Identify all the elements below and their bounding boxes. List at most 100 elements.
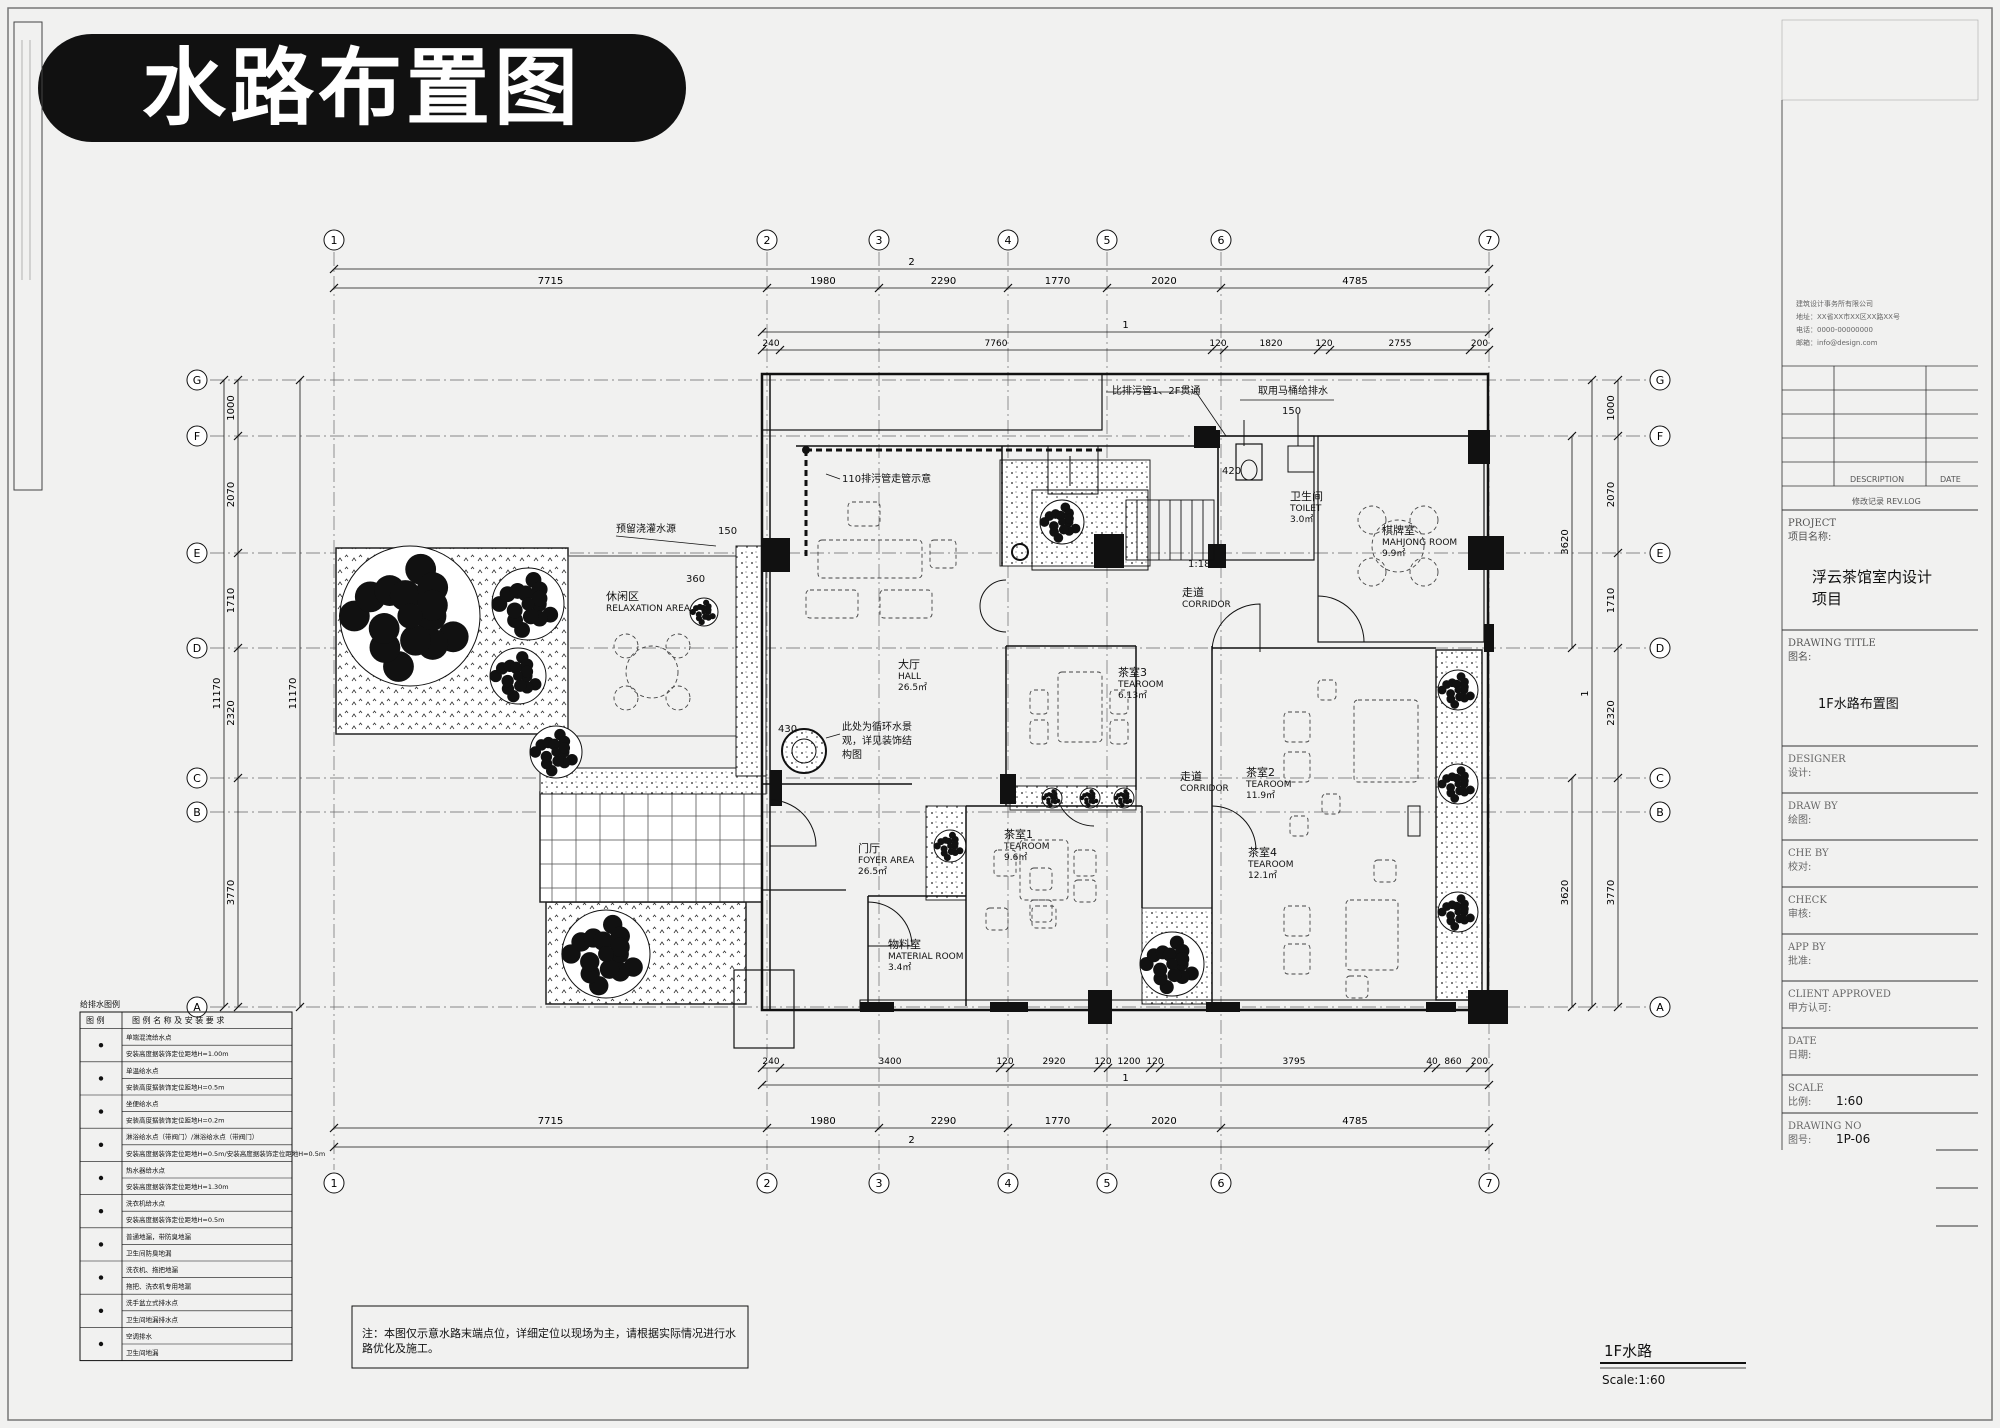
legend-row: 安装高度据装饰定位距地H=0.5m — [126, 1082, 225, 1091]
door-swings — [769, 579, 1365, 947]
grid-bubble — [186, 767, 208, 789]
grid-bubble — [1649, 369, 1671, 391]
tree-leaf — [1452, 901, 1462, 911]
dim-tick — [1587, 375, 1597, 385]
tree-leaf — [705, 606, 712, 613]
tree-leaf — [1455, 786, 1464, 796]
legend-table: 给排水图例图 例图 例 名 称 及 安 装 要 求单端混流给水点安装高度据装饰定… — [79, 999, 325, 1362]
legend-row: 洗手盆立式排水点 — [126, 1298, 179, 1307]
tb-field-cn: 绘图: — [1788, 813, 1811, 826]
dim-tick — [762, 283, 772, 293]
grid-col-label: 1 — [331, 234, 338, 247]
dim-value: 200 — [1471, 1057, 1488, 1067]
dim-tick — [1567, 1002, 1577, 1012]
dim-tick — [775, 345, 785, 355]
tree-leaf — [558, 742, 571, 754]
furniture-piece — [1283, 905, 1311, 937]
room-name-en: FOYER AREA — [858, 856, 915, 866]
tree-leaf — [514, 679, 527, 692]
furniture-piece — [1019, 839, 1069, 901]
annot-fountain-3: 构图 — [842, 748, 862, 761]
tree-symbol — [1437, 763, 1479, 805]
tree-leaf — [947, 848, 955, 856]
grid-row-label: C — [193, 772, 201, 785]
dim-value: 3400 — [879, 1057, 902, 1067]
legend-row: 安装高度据装饰定位距地H=1.30m — [126, 1182, 229, 1191]
room-name-en: HALL — [898, 672, 921, 682]
dim-tick — [1613, 1002, 1623, 1012]
grid-col-label: 4 — [1005, 234, 1012, 247]
dim-tick — [1102, 1123, 1112, 1133]
legend-row: 热水器给水点 — [126, 1165, 166, 1174]
tree-symbol — [1041, 787, 1063, 809]
column — [1208, 544, 1226, 568]
grid-bubble — [186, 542, 208, 564]
dim-value: 7715 — [538, 276, 563, 287]
furniture-piece — [1283, 711, 1311, 743]
legend-row: 卫生间防臭地漏 — [126, 1248, 172, 1257]
legend-symbol — [98, 1175, 104, 1181]
tree-core — [1454, 686, 1462, 694]
tb-scale-cn: 比例: — [1788, 1095, 1811, 1108]
room-name-en: TEAROOM — [1247, 860, 1294, 870]
tree-symbol — [1139, 931, 1205, 997]
room-name: 走道 — [1180, 769, 1202, 783]
tree-symbol — [529, 725, 583, 779]
tree-leaf — [1090, 794, 1096, 799]
tree-leaf — [1452, 679, 1462, 689]
legend-symbol — [98, 1142, 104, 1148]
tree-leaf — [1084, 797, 1089, 802]
room-name: 走道 — [1182, 585, 1204, 599]
grid-col-label: 2 — [764, 1177, 771, 1190]
annot-430: 430 — [778, 724, 797, 735]
dim-value: 40 — [1426, 1057, 1438, 1067]
dim-tick — [233, 643, 243, 653]
room-name: 物料室 — [888, 937, 921, 951]
stair-treads — [1125, 500, 1204, 560]
dim-tick — [775, 1063, 785, 1073]
tb-field-en: CHE BY — [1788, 848, 1829, 859]
room-name: 大厅 — [898, 657, 920, 671]
tree-leaf — [1455, 914, 1464, 924]
grid-bubble — [186, 801, 208, 823]
dim-value: 860 — [1444, 1057, 1461, 1067]
legend-row: 洗衣机给水点 — [126, 1199, 166, 1208]
room-name-en: CORRIDOR — [1180, 784, 1229, 794]
dim-value: 7760 — [985, 339, 1008, 349]
note-fo: 注：本图仅示意水路末端点位，详细定位以现场为主，请根据实际情况进行水路优化及施工… — [362, 1327, 736, 1355]
grid-bubble — [1478, 1172, 1500, 1194]
tree-leaf — [702, 613, 709, 620]
frame-ticks — [21, 40, 31, 280]
tree-core — [521, 597, 535, 611]
dim-tick — [1207, 345, 1217, 355]
tree-symbol — [689, 597, 719, 627]
tree-leaf — [389, 580, 421, 611]
tb-field-en: APP BY — [1787, 942, 1826, 953]
furniture-piece — [1283, 943, 1311, 975]
dim-tick — [1587, 1002, 1597, 1012]
tree-leaf — [540, 750, 553, 763]
grid-col-label: 6 — [1218, 234, 1225, 247]
dim-tick — [1423, 1063, 1433, 1073]
dim-tick — [233, 1002, 243, 1012]
dim-value: 2070 — [226, 482, 237, 507]
tree-leaf — [1088, 799, 1093, 804]
grid-col-label: 2 — [764, 234, 771, 247]
dim-value: 120 — [1146, 1057, 1163, 1067]
grid-row-label: A — [1656, 1001, 1664, 1014]
tb-scale: 1:60 — [1836, 1094, 1863, 1108]
dim-tick — [1484, 345, 1494, 355]
legend-symbol — [98, 1109, 104, 1114]
tree-symbol — [1437, 669, 1479, 711]
tb-field-en: CHECK — [1788, 895, 1827, 906]
furniture-piece — [993, 849, 1017, 877]
legend-row: 空调排水 — [126, 1331, 153, 1340]
tb-field-en: CLIENT APPROVED — [1788, 989, 1891, 1000]
legend-symbol — [98, 1275, 104, 1280]
tree-leaf — [1124, 794, 1130, 799]
dim-value: 7715 — [538, 1116, 563, 1127]
room-area: 9.9㎡ — [1382, 548, 1405, 559]
tree-leaf — [1049, 792, 1054, 798]
column — [1484, 624, 1494, 652]
